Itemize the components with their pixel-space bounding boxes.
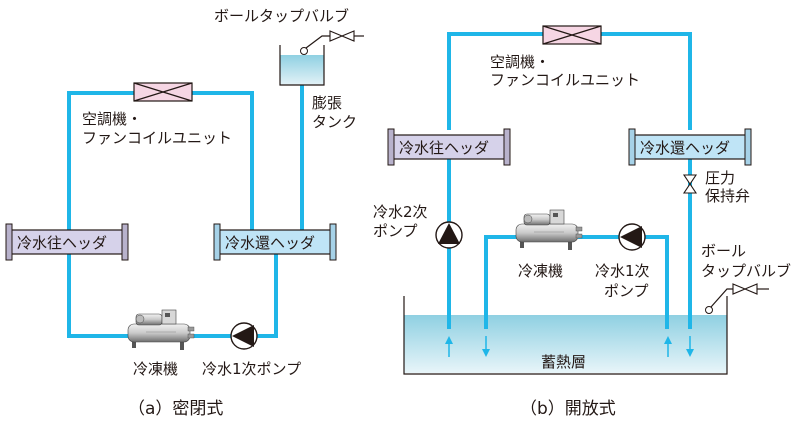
flow-arrow-down-icon bbox=[686, 336, 694, 357]
storage-tank-wall bbox=[403, 296, 728, 375]
caption-closed: （a）密閉式 bbox=[128, 399, 223, 419]
pipe-primary-loop bbox=[484, 235, 669, 329]
expansion-tank bbox=[279, 35, 330, 86]
expansion-tank-label-line1: 膨張 bbox=[312, 94, 342, 112]
ahu-label-line2: ファンコイルユニット bbox=[82, 129, 232, 147]
flow-arrow-up-icon bbox=[445, 336, 453, 357]
chiller-open-label: 冷凍機 bbox=[518, 262, 563, 280]
storage-tank-label: 蓄熱層 bbox=[541, 353, 586, 371]
ball-tap-open-label-line2: タップバルブ bbox=[701, 262, 791, 280]
ahu-open-label-line2: ファンコイルユニット bbox=[490, 71, 640, 89]
return-header: 冷水還ヘッダ bbox=[213, 223, 337, 261]
pressure-valve-label-line1: 圧力 bbox=[705, 169, 735, 187]
pressure-valve-label-line2: 保持弁 bbox=[705, 187, 750, 205]
secondary-pump-icon bbox=[435, 221, 463, 249]
secondary-pump-label-line1: 冷水2次 bbox=[373, 203, 428, 221]
return-header-open: 冷水還ヘッダ bbox=[628, 128, 752, 166]
open-system: 空調機・ ファンコイルユニット 冷水往ヘッダ 冷水還ヘッダ 圧力 保持弁 冷 bbox=[373, 25, 791, 419]
pipe-supply-to-chiller bbox=[67, 254, 132, 338]
chiller-icon bbox=[127, 309, 195, 351]
flow-arrow-up-icon bbox=[664, 336, 672, 357]
ahu-label-line1: 空調機・ bbox=[82, 110, 142, 128]
ahu-unit bbox=[133, 82, 193, 102]
chiller-open-icon bbox=[515, 209, 583, 251]
ahu-open-label-line1: 空調機・ bbox=[490, 53, 550, 71]
return-header-label: 冷水還ヘッダ bbox=[225, 234, 315, 252]
primary-pump-open-label-line2: ポンプ bbox=[604, 282, 649, 300]
flow-arrow-down-icon bbox=[482, 336, 490, 357]
ahu-unit-open bbox=[542, 25, 602, 45]
supply-header: 冷水往ヘッダ bbox=[5, 223, 129, 261]
supply-header-open-label: 冷水往ヘッダ bbox=[399, 139, 489, 157]
pressure-holding-valve-icon bbox=[682, 174, 698, 194]
expansion-tank-label-line2: タンク bbox=[312, 113, 357, 131]
supply-header-label: 冷水往ヘッダ bbox=[17, 234, 107, 252]
storage-tank-water bbox=[404, 315, 727, 373]
ball-tap-valve-icon bbox=[329, 30, 364, 42]
caption-open: （b）開放式 bbox=[520, 399, 616, 419]
primary-pump-icon bbox=[230, 322, 258, 350]
primary-pump-label: 冷水1次ポンプ bbox=[202, 360, 301, 378]
ball-tap-valve-label: ボールタップバルブ bbox=[214, 7, 349, 25]
return-header-open-label: 冷水還ヘッダ bbox=[640, 139, 730, 157]
primary-pump-open-icon bbox=[618, 223, 646, 251]
closed-system: 空調機・ ファンコイルユニット ボールタップバルブ 膨張 タンク 冷水往ヘッダ bbox=[5, 7, 364, 419]
ball-tap-open-label-line1: ボール bbox=[701, 242, 746, 260]
primary-pump-open-label-line1: 冷水1次 bbox=[595, 262, 650, 280]
supply-header-open: 冷水往ヘッダ bbox=[387, 128, 511, 166]
chiller-label: 冷凍機 bbox=[133, 360, 178, 378]
pipe-chiller-to-return bbox=[188, 254, 278, 338]
ball-tap-valve-open-icon bbox=[705, 283, 769, 314]
secondary-pump-label-line2: ポンプ bbox=[373, 222, 418, 240]
